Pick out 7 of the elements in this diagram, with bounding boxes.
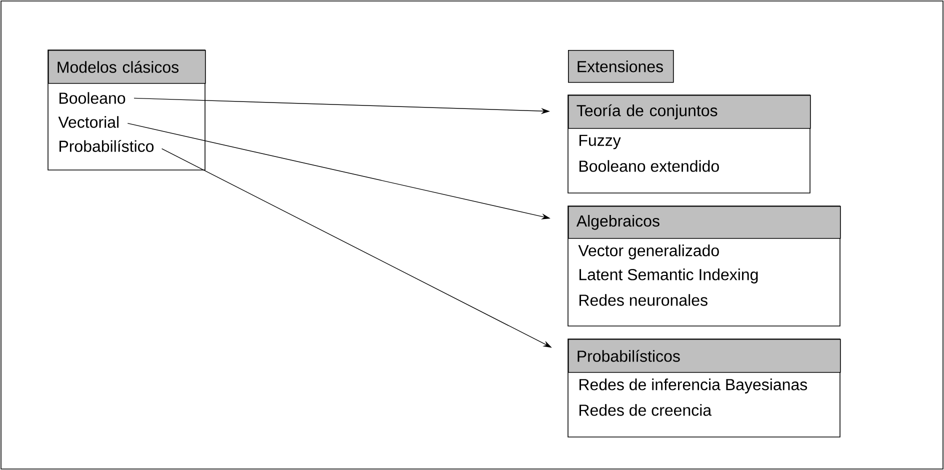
box: Probabilísticos Redes de inferencia Bayesianas Redes de creencia — [568, 338, 841, 438]
heading-box: Extensiones — [568, 50, 674, 83]
list-item: Probabilístico — [60, 140, 154, 152]
list-item: Booleano — [60, 92, 126, 104]
list-item: Vectorial — [58, 116, 118, 128]
box: Algebraicos Vector generalizado Latent Semantic Indexing Redes neuronales — [568, 206, 841, 326]
box: Teoría de conjuntos Fuzzy Booleano extendido — [568, 94, 811, 194]
